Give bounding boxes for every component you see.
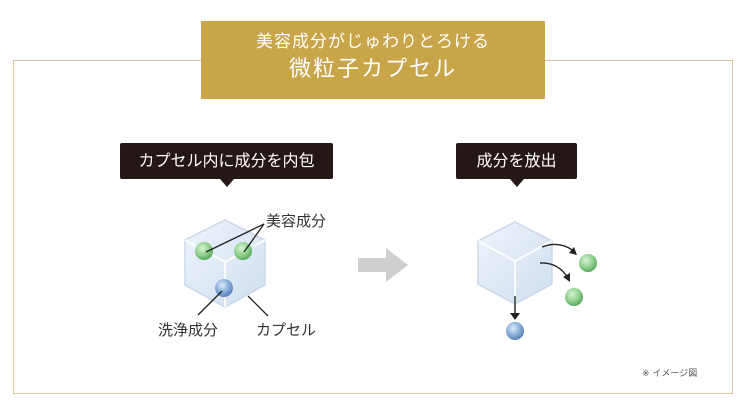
released-beauty-bead-2 [565, 288, 583, 306]
label-capsule: カプセル [256, 321, 317, 339]
title-banner: 美容成分がじゅわりとろける 微粒子カプセル [201, 21, 545, 99]
title-line-2: 微粒子カプセル [288, 57, 457, 82]
cleansing-bead [215, 279, 233, 297]
released-beauty-bead-1 [579, 254, 597, 272]
left-speech-bubble: カプセル内に成分を内包 [120, 143, 333, 187]
left-capsule [184, 219, 266, 308]
beauty-bead-1 [195, 242, 213, 260]
leader-lines [197, 223, 269, 317]
released-cleansing-bead [506, 322, 524, 340]
label-cleansing-ingredient: 洗浄成分 [158, 321, 219, 339]
right-speech-bubble: 成分を放出 [456, 143, 577, 187]
release-arrowheads [510, 247, 577, 320]
transition-arrow-icon [358, 248, 408, 282]
image-note: ※ イメージ図 [642, 369, 698, 379]
title-line-1: 美容成分がじゅわりとろける [256, 32, 490, 52]
label-beauty-ingredient: 美容成分 [266, 212, 327, 230]
